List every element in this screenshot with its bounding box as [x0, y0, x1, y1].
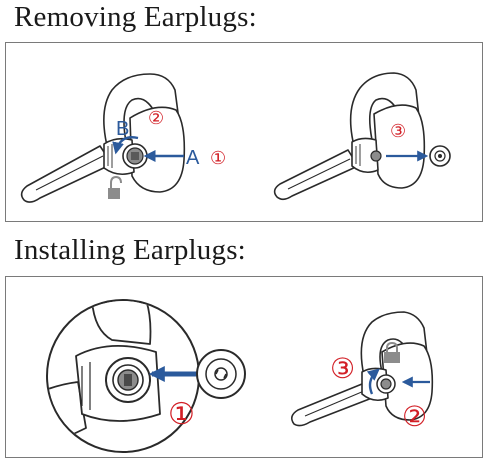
installed-earplug — [377, 375, 395, 393]
nozzle-exposed — [371, 151, 381, 161]
remove-step-2: ② — [148, 108, 164, 128]
earplug-nozzle-rotate — [123, 144, 147, 168]
remove-step-1: ① — [210, 148, 226, 168]
remove-step-3: ③ — [390, 121, 406, 141]
unlock-icon — [108, 177, 121, 199]
earplug-removed — [430, 146, 450, 166]
install-step-2: ② — [402, 402, 427, 433]
headset-removal-rotate — [22, 74, 185, 202]
earplug-to-install — [197, 350, 245, 398]
label-a: A — [186, 147, 200, 169]
lock-icon — [384, 343, 400, 363]
install-step-3: ③ — [330, 354, 355, 385]
install-step-1: ① — [168, 398, 195, 431]
label-b: B — [116, 118, 129, 140]
